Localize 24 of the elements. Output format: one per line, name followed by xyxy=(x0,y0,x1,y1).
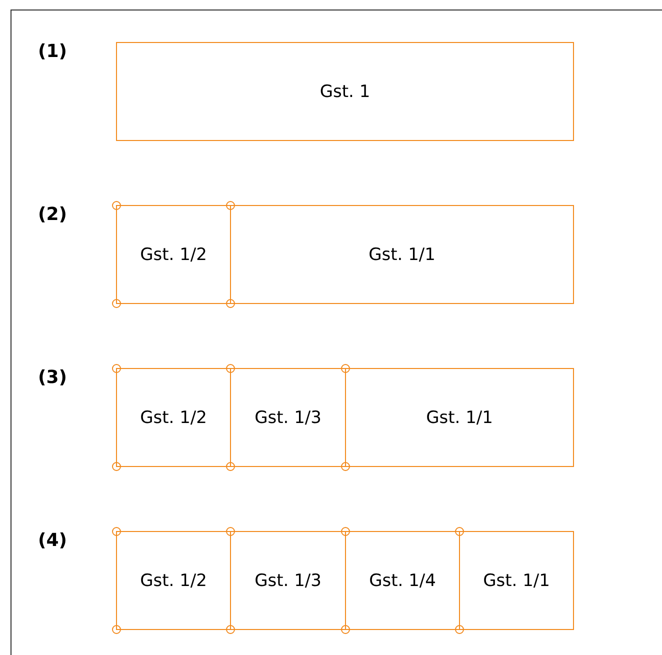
parcel-label: Gst. 1/3 xyxy=(254,570,322,590)
parcel-box xyxy=(230,368,346,467)
parcel-box xyxy=(230,531,346,630)
parcel-label: Gst. 1/1 xyxy=(426,408,493,428)
parcel-label: Gst. 1/4 xyxy=(369,570,436,590)
step-number: (2) xyxy=(38,204,67,225)
parcel-label: Gst. 1/1 xyxy=(483,570,550,590)
parcel-box xyxy=(345,368,574,467)
parcel-box xyxy=(230,205,574,304)
parcel-label: Gst. 1/3 xyxy=(254,408,322,428)
parcel-label: Gst. 1/1 xyxy=(368,244,436,264)
parcel-box xyxy=(459,531,574,630)
parcel-label: Gst. 1 xyxy=(320,82,370,102)
parcel-box xyxy=(116,42,574,141)
parcel-box xyxy=(116,531,231,630)
parcel-box xyxy=(116,368,231,467)
parcel-label: Gst. 1/2 xyxy=(140,408,207,428)
step-number: (1) xyxy=(38,41,67,62)
parcel-box xyxy=(345,531,460,630)
step-number: (3) xyxy=(38,367,67,388)
parcel-label: Gst. 1/2 xyxy=(140,244,207,264)
step-number: (4) xyxy=(38,530,67,551)
parcel-box xyxy=(116,205,231,304)
parcel-label: Gst. 1/2 xyxy=(140,570,207,590)
